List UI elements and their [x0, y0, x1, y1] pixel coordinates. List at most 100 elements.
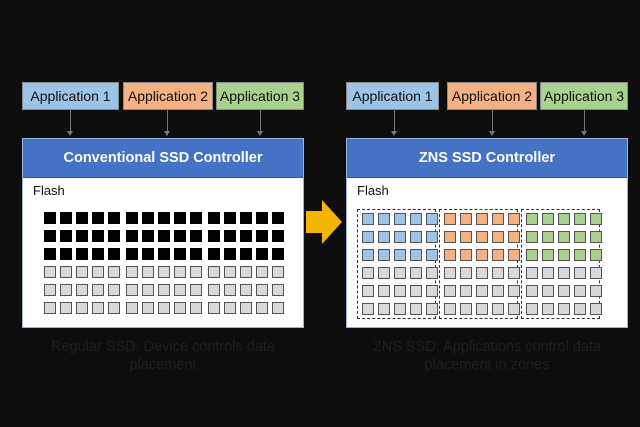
used-block	[158, 248, 170, 260]
free-block	[272, 284, 284, 296]
used-block	[558, 231, 570, 243]
used-block	[558, 249, 570, 261]
used-block	[208, 212, 220, 224]
free-block	[208, 284, 220, 296]
used-block	[378, 231, 390, 243]
free-block	[492, 267, 504, 279]
regular-ssd-caption: Regular SSD: Device controls data placem…	[50, 339, 276, 373]
used-block	[574, 249, 586, 261]
used-block	[76, 212, 88, 224]
used-block	[426, 213, 438, 225]
used-block	[190, 230, 202, 242]
used-block	[508, 213, 520, 225]
used-block	[208, 248, 220, 260]
free-block	[44, 302, 56, 314]
used-block	[272, 230, 284, 242]
used-block	[574, 231, 586, 243]
free-block	[174, 284, 186, 296]
used-block	[394, 231, 406, 243]
flash-block-group	[204, 209, 284, 317]
used-block	[224, 230, 236, 242]
used-block	[190, 212, 202, 224]
used-block	[508, 249, 520, 261]
free-block	[526, 303, 538, 315]
used-block	[60, 230, 72, 242]
free-block	[508, 303, 520, 315]
used-block	[526, 213, 538, 225]
used-block	[208, 230, 220, 242]
free-block	[526, 267, 538, 279]
used-block	[60, 212, 72, 224]
free-block	[574, 303, 586, 315]
free-block	[76, 284, 88, 296]
free-block	[526, 285, 538, 297]
app-2-label: Application 2	[451, 88, 533, 104]
used-block	[44, 212, 56, 224]
free-block	[492, 303, 504, 315]
used-block	[492, 213, 504, 225]
used-block	[590, 249, 602, 261]
free-block	[208, 302, 220, 314]
free-block	[240, 302, 252, 314]
free-block	[460, 285, 472, 297]
used-block	[410, 249, 422, 261]
used-block	[76, 230, 88, 242]
free-block	[460, 267, 472, 279]
zone-1	[357, 209, 438, 319]
used-block	[126, 230, 138, 242]
free-block	[558, 267, 570, 279]
free-block	[444, 267, 456, 279]
used-block	[256, 230, 268, 242]
free-block	[378, 303, 390, 315]
free-block	[444, 303, 456, 315]
free-block	[590, 267, 602, 279]
used-block	[142, 212, 154, 224]
free-block	[542, 303, 554, 315]
free-block	[158, 302, 170, 314]
used-block	[108, 248, 120, 260]
free-block	[476, 303, 488, 315]
free-block	[142, 302, 154, 314]
used-block	[174, 230, 186, 242]
free-block	[574, 267, 586, 279]
free-block	[142, 284, 154, 296]
used-block	[378, 249, 390, 261]
controller-header: ZNS SSD Controller	[347, 139, 627, 178]
used-block	[190, 248, 202, 260]
used-block	[410, 213, 422, 225]
free-block	[240, 284, 252, 296]
used-block	[558, 213, 570, 225]
free-block	[558, 303, 570, 315]
free-block	[256, 284, 268, 296]
used-block	[460, 249, 472, 261]
used-block	[394, 213, 406, 225]
free-block	[92, 284, 104, 296]
free-block	[108, 284, 120, 296]
used-block	[92, 230, 104, 242]
used-block	[272, 212, 284, 224]
arrow-down-icon	[391, 110, 397, 136]
conventional-ssd-panel: Conventional SSD Controller Flash	[22, 138, 304, 328]
used-block	[224, 212, 236, 224]
free-block	[378, 267, 390, 279]
free-block	[444, 285, 456, 297]
free-block	[492, 285, 504, 297]
zns-ssd-panel: ZNS SSD Controller Flash	[346, 138, 628, 328]
free-block	[362, 285, 374, 297]
used-block	[460, 231, 472, 243]
app-2-box-right: Application 2	[447, 82, 537, 110]
free-block	[190, 302, 202, 314]
flash-block-group	[40, 209, 120, 317]
used-block	[444, 249, 456, 261]
arrow-down-icon	[581, 110, 587, 136]
free-block	[208, 266, 220, 278]
free-block	[378, 285, 390, 297]
used-block	[526, 231, 538, 243]
free-block	[476, 285, 488, 297]
free-block	[60, 266, 72, 278]
free-block	[508, 267, 520, 279]
zone-3	[521, 209, 602, 319]
free-block	[508, 285, 520, 297]
app-3-box-right: Application 3	[540, 82, 628, 110]
free-block	[394, 267, 406, 279]
